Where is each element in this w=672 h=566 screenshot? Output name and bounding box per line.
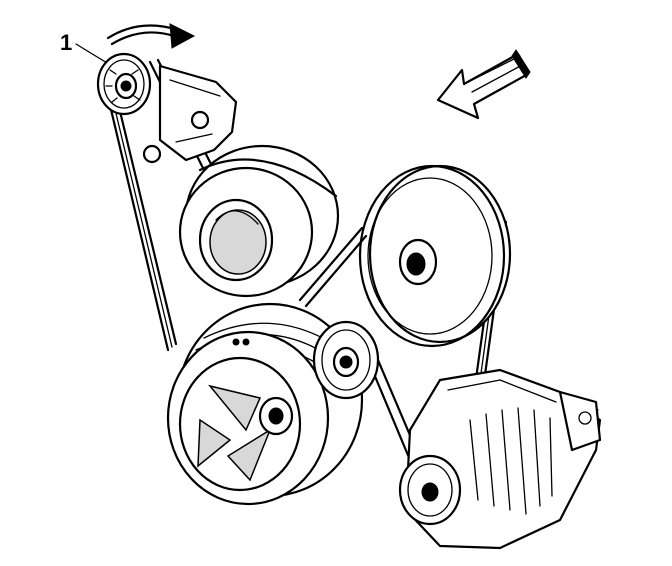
upper-idler-pulley	[178, 144, 340, 298]
lower-idler-pulley	[312, 320, 380, 400]
callout-1: 1	[60, 30, 113, 67]
tensioner-bracket	[142, 64, 238, 164]
callout-label: 1	[60, 30, 72, 55]
large-accessory-pulley	[358, 164, 512, 348]
alternator	[398, 368, 602, 550]
rotation-direction-arrow-icon	[106, 23, 196, 49]
tensioner-pulley	[96, 52, 152, 116]
view-direction-arrow-icon	[436, 49, 531, 120]
